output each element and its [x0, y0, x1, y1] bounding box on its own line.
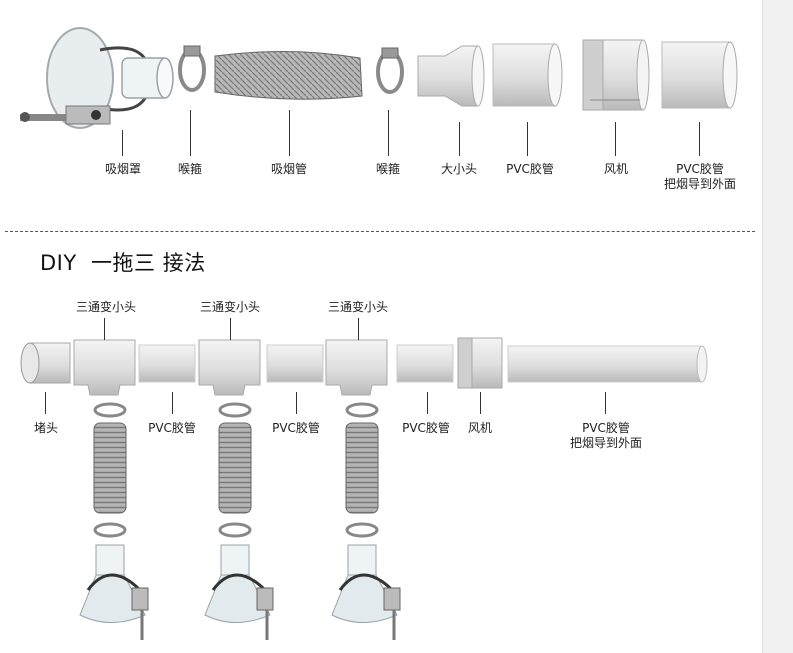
fan-icon — [582, 39, 650, 111]
label-line-2: 把烟导到外面 — [663, 177, 736, 191]
label-duct: 吸烟管 — [270, 162, 307, 176]
tee-icon — [325, 339, 388, 396]
duct-icon — [218, 422, 252, 514]
tee-icon — [73, 339, 136, 396]
leader-line — [427, 392, 428, 414]
leader-line — [230, 318, 231, 340]
fan-icon — [457, 337, 503, 389]
leader-line — [122, 130, 123, 156]
leader-line — [296, 392, 297, 414]
label-hood: 吸烟罩 — [104, 162, 141, 176]
assembly-diagram — [20, 27, 738, 640]
label-tee: 三通变小头 — [327, 300, 388, 314]
leader-line — [605, 392, 606, 414]
pvc-pipe-icon — [492, 43, 563, 107]
duct-icon — [214, 50, 363, 100]
leader-line — [480, 392, 481, 414]
leader-line — [527, 122, 528, 156]
tee-group-1 — [73, 339, 196, 640]
label-pvc-pipe: PVC胶管 — [402, 421, 450, 435]
label-line-1: PVC胶管 — [676, 162, 724, 176]
pvc-pipe-icon — [266, 344, 324, 383]
leader-line — [699, 122, 700, 156]
duct-icon — [345, 422, 379, 514]
hood-icon — [204, 544, 274, 640]
clamp-icon — [218, 522, 252, 538]
label-pvc-pipe-out: PVC胶管 把烟导到外面 — [560, 421, 652, 451]
reducer-icon — [417, 45, 485, 107]
leader-line — [388, 110, 389, 156]
pvc-pipe-long-icon — [507, 345, 708, 383]
leader-line — [459, 122, 460, 156]
pvc-pipe-icon — [396, 344, 454, 383]
label-end-cap: 堵头 — [33, 421, 58, 435]
label-line-2: 把烟导到外面 — [569, 436, 642, 450]
leader-line — [358, 318, 359, 340]
label-line-1: PVC胶管 — [582, 421, 630, 435]
leader-line — [172, 392, 173, 414]
label-pvc-pipe-out: PVC胶管 把烟导到外面 — [655, 162, 745, 192]
label-tee: 三通变小头 — [199, 300, 260, 314]
end-cap-icon — [20, 342, 71, 384]
pvc-pipe-icon — [661, 41, 738, 109]
section-divider — [5, 231, 755, 232]
clamp-icon — [93, 402, 127, 418]
label-tee: 三通变小头 — [75, 300, 136, 314]
hood-icon — [331, 544, 401, 640]
label-fan: 风机 — [603, 162, 628, 176]
pvc-pipe-icon — [138, 344, 196, 383]
tee-group-2 — [198, 339, 324, 640]
hood-icon — [20, 27, 174, 129]
clamp-icon — [345, 522, 379, 538]
tee-group-3 — [325, 339, 454, 640]
leader-line — [615, 122, 616, 156]
section-title: DIY 一拖三 接法 — [40, 251, 206, 275]
leader-line — [289, 110, 290, 156]
label-pvc-pipe: PVC胶管 — [506, 162, 554, 176]
clamp-icon — [218, 402, 252, 418]
label-reducer: 大小头 — [440, 162, 477, 176]
label-clamp: 喉箍 — [177, 162, 202, 176]
clamp-icon — [93, 522, 127, 538]
clamp-icon — [345, 402, 379, 418]
leader-line — [190, 110, 191, 156]
leader-line — [104, 318, 105, 340]
duct-icon — [93, 422, 127, 514]
clamp-icon — [178, 45, 206, 92]
label-pvc-pipe: PVC胶管 — [148, 421, 196, 435]
clamp-icon — [376, 47, 404, 94]
label-fan: 风机 — [467, 421, 492, 435]
label-clamp: 喉箍 — [375, 162, 400, 176]
label-pvc-pipe: PVC胶管 — [272, 421, 320, 435]
leader-line — [45, 392, 46, 414]
tee-icon — [198, 339, 261, 396]
right-gutter — [762, 0, 793, 653]
hood-icon — [79, 544, 149, 640]
